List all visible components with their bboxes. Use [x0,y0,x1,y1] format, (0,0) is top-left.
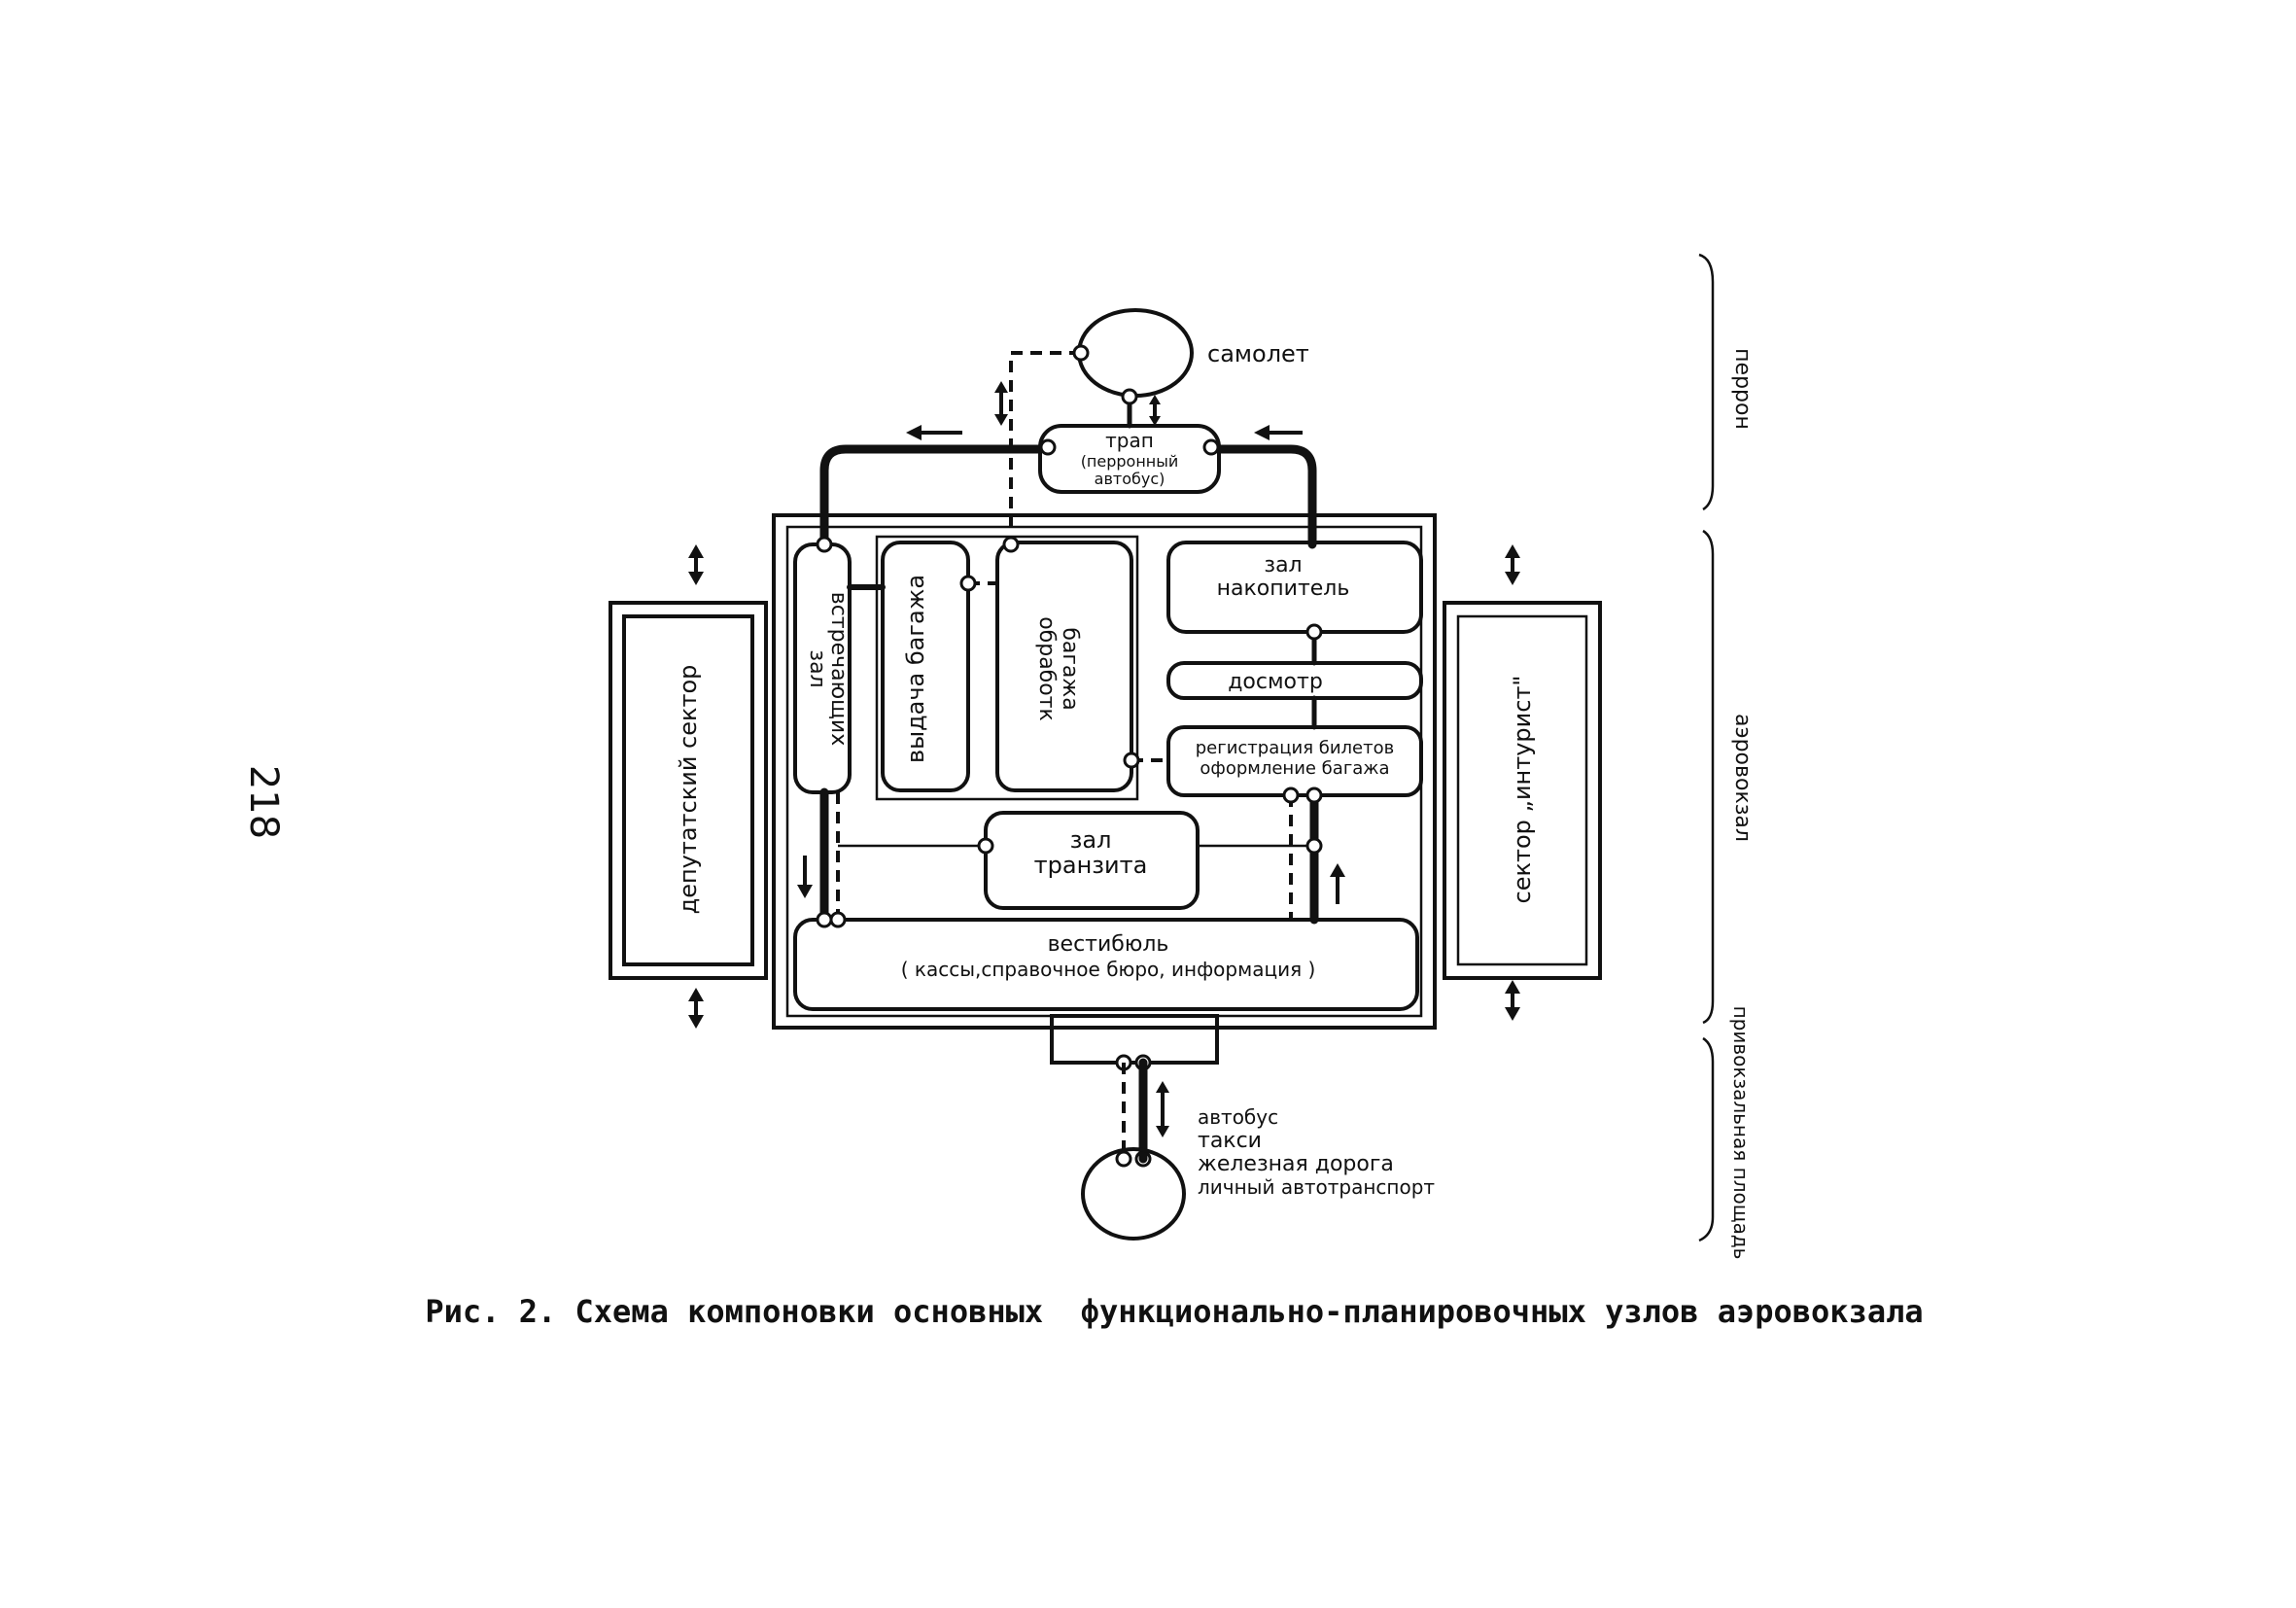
arrivals-hall-label-2: встречающих [826,592,851,746]
double-arrow-deputy-bottom [688,988,704,1029]
ground-bus-label: автобус [1198,1105,1278,1129]
ramp-label-1: трап [1105,429,1154,452]
double-arrow-ground [1156,1081,1169,1137]
baggage-handling-node [995,541,1133,792]
airplane-node [1077,308,1194,398]
route-departures-thick [1214,444,1317,549]
deputy-sector-node [609,601,768,980]
entrance-block [1050,1014,1219,1065]
security-check-label: досмотр [1228,670,1323,694]
arrivals-hall-label-1: зал [805,649,829,687]
baggage-claim-label: выдача багажа [902,575,929,763]
flow-arrow-left [906,425,962,440]
route-baggage-dashed [1009,351,1081,544]
double-arrow-deputy-top [688,544,704,585]
zone-braces [1698,253,1715,1242]
baggage-handling-label-2: багажа [1058,627,1082,710]
ramp-label-2: (перронный [1081,452,1179,471]
figure-caption: Рис. 2. Схема компоновки основных функци… [425,1293,1923,1330]
zone-label-forecourt: привокзальная площадь [1729,1006,1753,1260]
baggage-handling-label-1: обработк [1034,616,1059,721]
baggage-claim-node [881,541,970,792]
double-arrow-baggage [994,381,1008,426]
checkin-label-1: регистрация билетов [1196,738,1394,758]
intourist-sector-label: сектор „интурист" [1509,676,1536,904]
departure-lounge-label-1: зал [1264,553,1302,577]
route-arrivals-thick [819,444,1045,549]
intourist-sector-inner [1456,614,1588,966]
lobby-label-1: вестибюль [1048,932,1169,957]
departure-lounge-label-2: накопитель [1217,577,1350,601]
intourist-sector-node [1443,601,1602,980]
departure-lounge-node [1166,541,1423,634]
ground-taxi-label: такси [1198,1129,1262,1153]
lobby-label-2: ( кассы,справочное бюро, информация ) [901,958,1316,981]
zone-label-terminal: аэровокзал [1730,714,1755,842]
double-arrow-plane [1149,395,1161,426]
ground-railway-label: железная дорога [1198,1152,1394,1176]
deputy-sector-label: депутатский сектор [675,665,702,915]
transit-hall-label-1: зал [1070,826,1112,854]
checkin-label-2: оформление багажа [1200,758,1389,779]
airplane-label: самолет [1207,340,1309,367]
zone-label-perron: перрон [1730,348,1755,430]
page-number: 218 [241,765,286,839]
transit-hall-label-2: транзита [1034,852,1148,879]
double-arrow-intourist-top [1505,544,1520,585]
baggage-section [875,535,1139,801]
lobby-node [793,918,1419,1011]
ground-transport-node [1081,1147,1186,1241]
flow-arrow-down [797,856,813,898]
ramp-label-3: автобус) [1095,470,1165,488]
ground-private-label: личный автотранспорт [1198,1175,1435,1199]
flow-arrow-up [1330,863,1345,904]
flow-arrow-left-2 [1254,425,1303,440]
security-check-node [1166,661,1423,700]
transit-hall-node [984,811,1200,910]
double-arrow-intourist-bottom [1505,980,1520,1021]
terminal-building [772,513,1437,1030]
deputy-sector-inner [622,614,754,966]
